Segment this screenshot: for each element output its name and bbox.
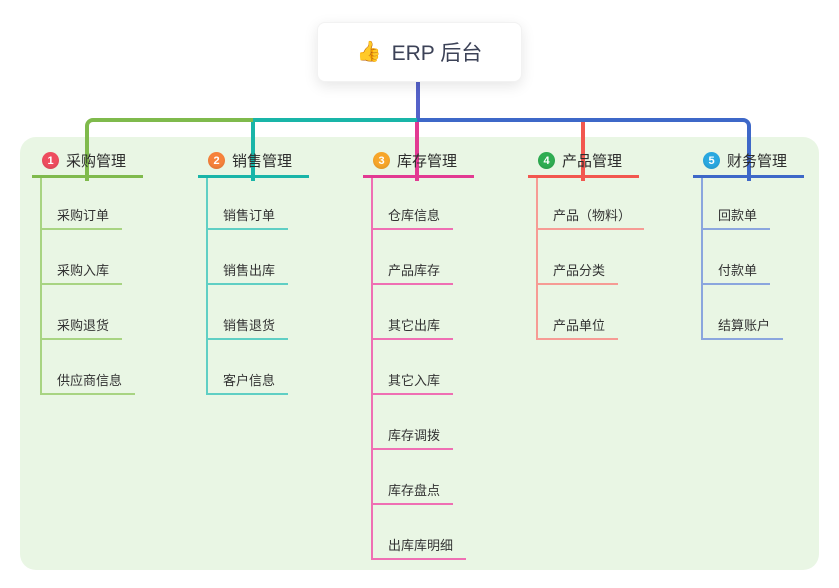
child-node[interactable]: 供应商信息 <box>40 371 136 395</box>
child-node[interactable]: 出库库明细 <box>371 536 467 560</box>
child-node[interactable]: 采购入库 <box>40 261 123 285</box>
branch-4-connector-drop <box>581 122 585 181</box>
branch-2-connector-horizontal <box>253 118 419 122</box>
branch-3-connector-drop <box>415 122 419 181</box>
branch-4-child-line <box>536 178 538 340</box>
child-node[interactable]: 产品（物料） <box>536 206 645 230</box>
branch-5-header[interactable]: 5 财务管理 <box>693 149 805 178</box>
branch-5-child-line <box>701 178 703 340</box>
branch-1-connector <box>85 118 255 181</box>
child-node[interactable]: 库存盘点 <box>371 481 454 505</box>
branch-4-header[interactable]: 4 产品管理 <box>528 149 640 178</box>
child-node[interactable]: 产品库存 <box>371 261 454 285</box>
thumbs-up-icon: 👍 <box>356 41 382 63</box>
branch-2-label: 销售管理 <box>232 153 293 170</box>
branch-2-header[interactable]: 2 销售管理 <box>198 149 310 178</box>
root-connector-line <box>416 82 420 122</box>
child-node[interactable]: 回款单 <box>701 206 771 230</box>
badge-3-icon: 3 <box>373 152 390 169</box>
child-node[interactable]: 产品单位 <box>536 316 619 340</box>
child-node[interactable]: 产品分类 <box>536 261 619 285</box>
child-node[interactable]: 销售退货 <box>206 316 289 340</box>
branch-2-child-line <box>206 178 208 395</box>
badge-4-icon: 4 <box>538 152 555 169</box>
branch-5-label: 财务管理 <box>727 153 788 170</box>
child-node[interactable]: 销售订单 <box>206 206 289 230</box>
badge-5-icon: 5 <box>703 152 720 169</box>
child-node[interactable]: 库存调拨 <box>371 426 454 450</box>
child-node[interactable]: 仓库信息 <box>371 206 454 230</box>
branch-1-label: 采购管理 <box>66 153 127 170</box>
branch-3-label: 库存管理 <box>397 153 458 170</box>
branch-4-label: 产品管理 <box>562 153 623 170</box>
child-node[interactable]: 客户信息 <box>206 371 289 395</box>
child-node[interactable]: 其它入库 <box>371 371 454 395</box>
child-node[interactable]: 销售出库 <box>206 261 289 285</box>
branch-3-header[interactable]: 3 库存管理 <box>363 149 475 178</box>
badge-1-icon: 1 <box>42 152 59 169</box>
child-node[interactable]: 采购退货 <box>40 316 123 340</box>
branch-1-child-line <box>40 178 42 395</box>
branch-5-connector <box>417 118 751 181</box>
child-node[interactable]: 采购订单 <box>40 206 123 230</box>
branch-2-connector-drop <box>251 122 255 181</box>
background-panel <box>20 137 819 570</box>
child-node[interactable]: 结算账户 <box>701 316 784 340</box>
branch-1-header[interactable]: 1 采购管理 <box>32 149 144 178</box>
root-node[interactable]: 👍 ERP 后台 <box>317 22 522 82</box>
badge-2-icon: 2 <box>208 152 225 169</box>
branch-3-child-line <box>371 178 373 560</box>
child-node[interactable]: 其它出库 <box>371 316 454 340</box>
root-title: ERP 后台 <box>391 42 483 65</box>
child-node[interactable]: 付款单 <box>701 261 771 285</box>
